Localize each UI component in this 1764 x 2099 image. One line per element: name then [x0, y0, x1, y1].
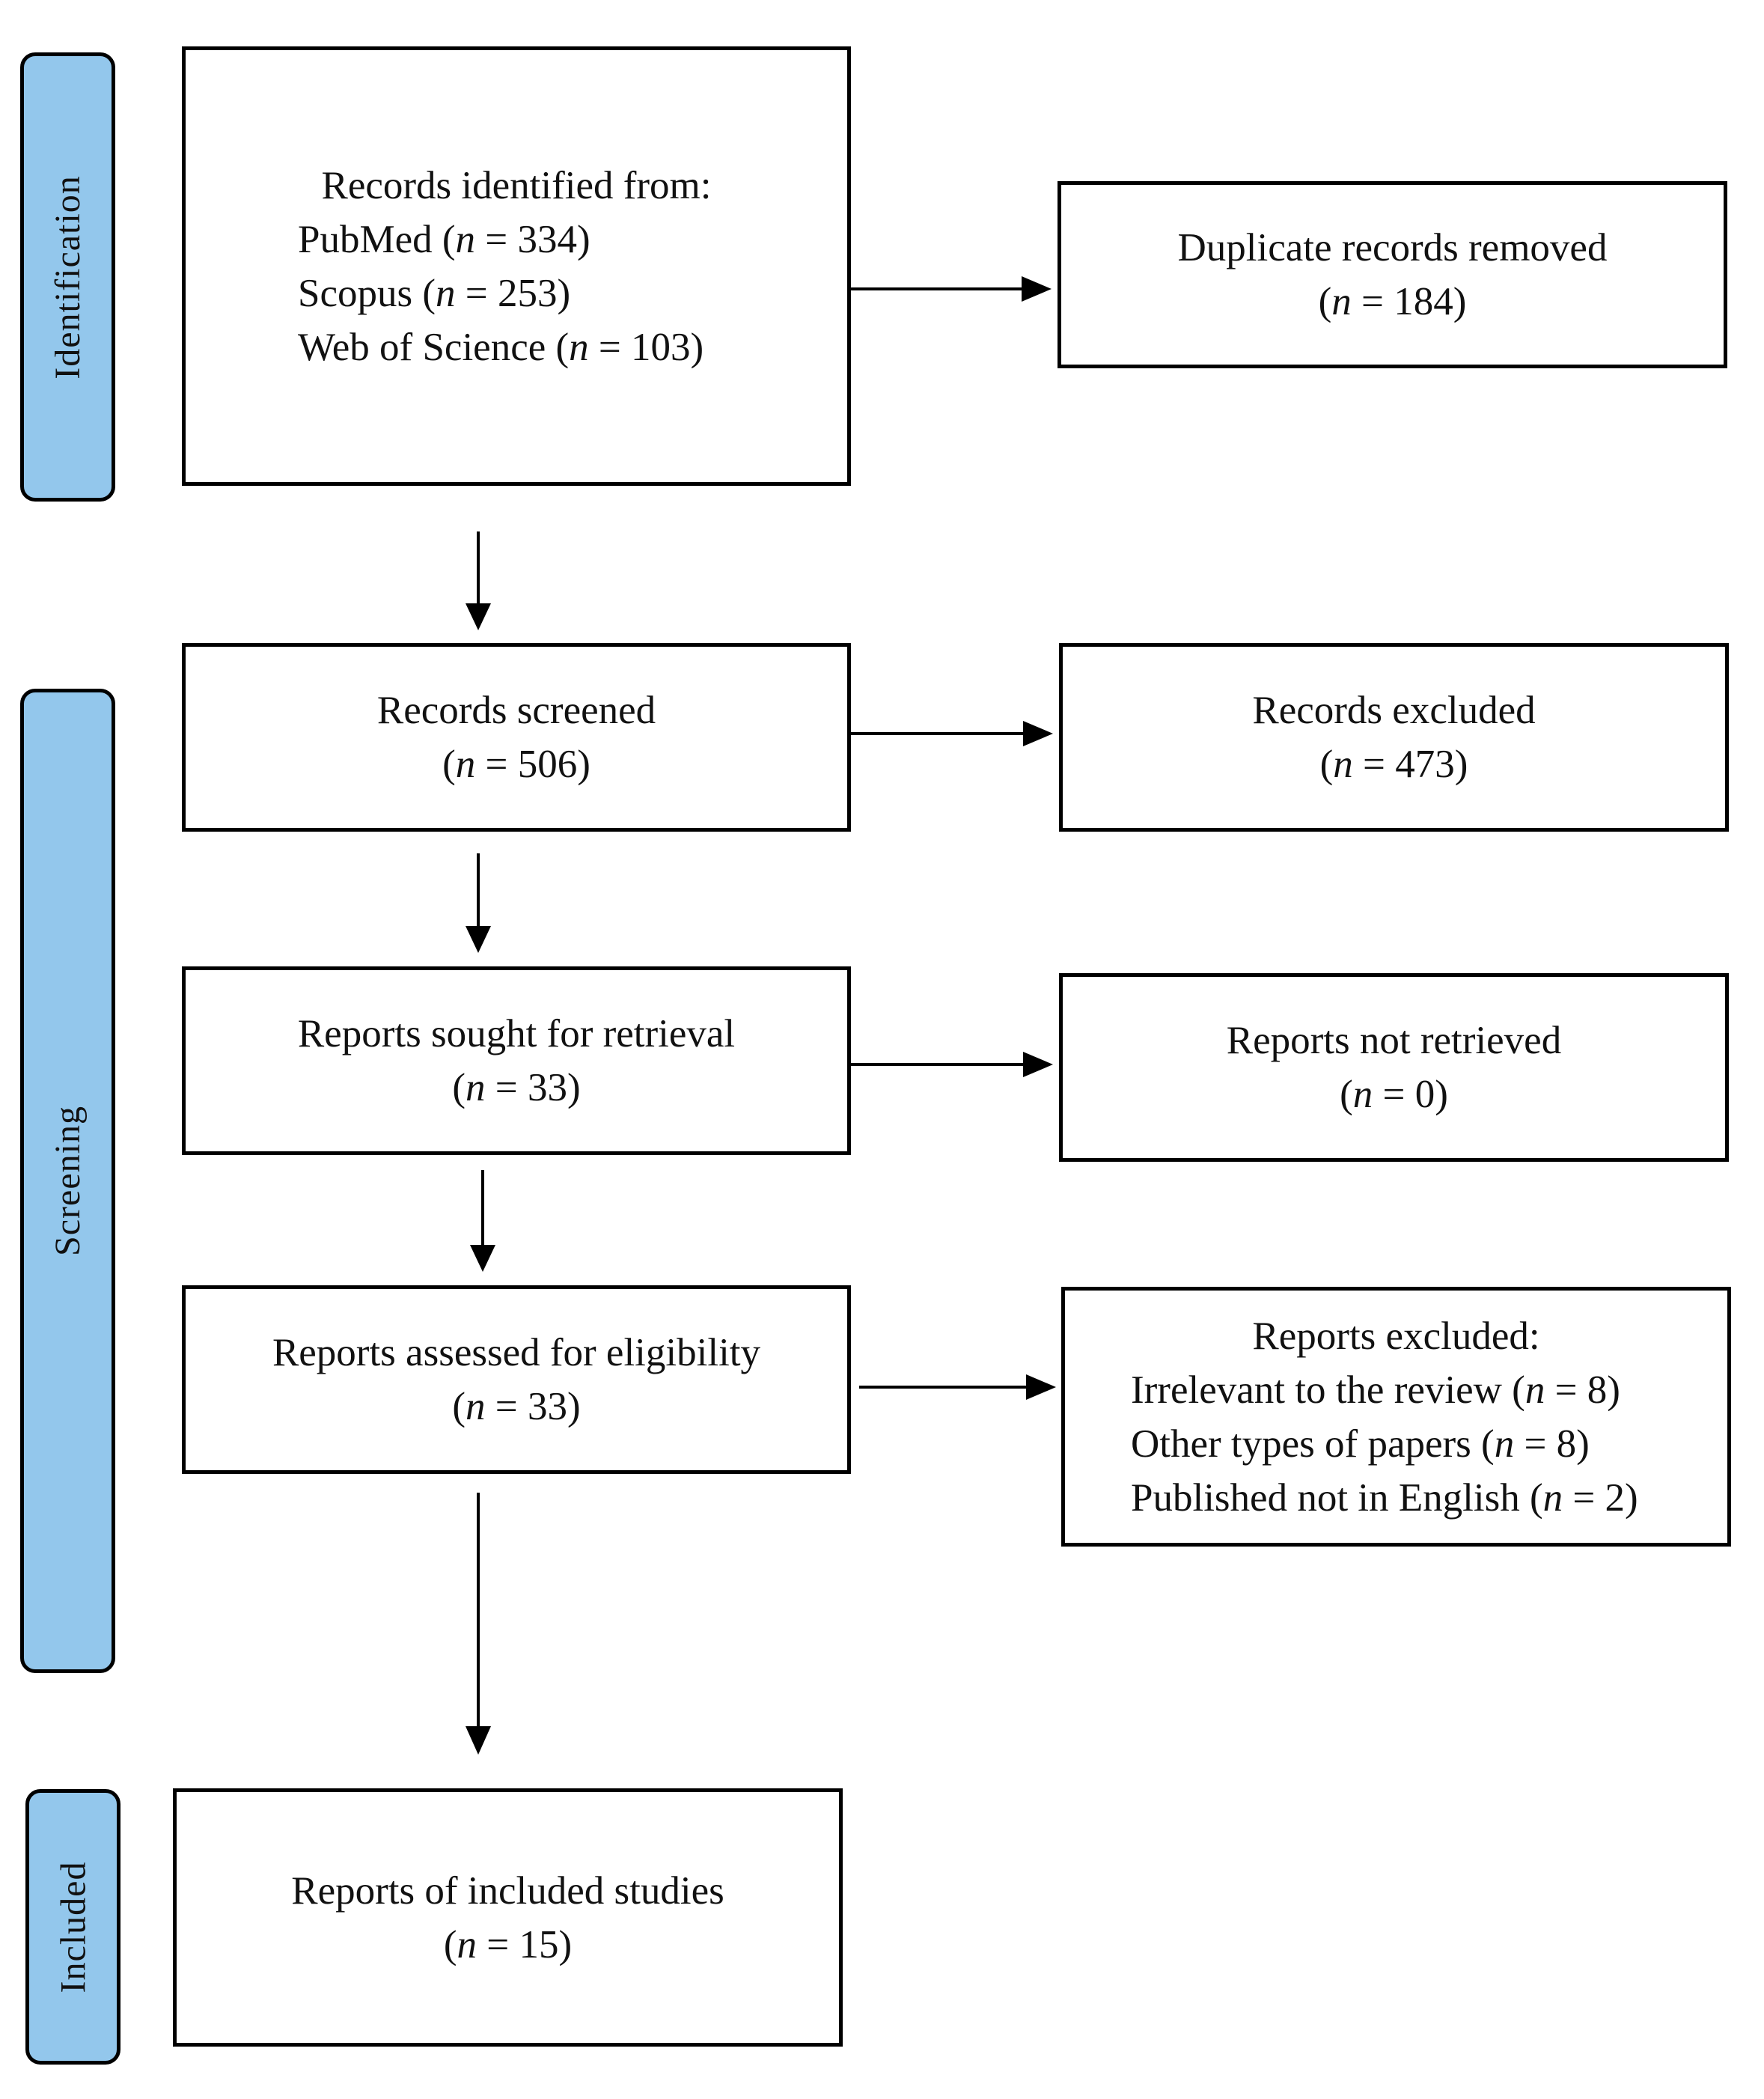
equals-sign: =	[1352, 743, 1396, 786]
n-symbol: n	[466, 1385, 486, 1428]
phase-included-label: Included	[53, 1861, 93, 1993]
equals-sign: =	[485, 1066, 528, 1109]
phase-identification-label: Identification	[48, 174, 88, 380]
equals-sign: =	[1514, 1422, 1557, 1466]
reports-sought-box: Reports sought for retrieval (n = 33)	[182, 966, 851, 1155]
source-row: Web of Science (n = 103)	[298, 325, 704, 369]
arrowhead-screened	[466, 603, 491, 630]
exclusion-reason-row: Other types of papers (n = 8)	[1131, 1422, 1590, 1466]
included-studies-count: 15	[519, 1922, 559, 1967]
n-symbol: n	[569, 325, 589, 369]
exclusion-reason-row: Irrelevant to the review (n = 8)	[1131, 1368, 1620, 1412]
source-count: 103	[631, 325, 691, 369]
included-studies-box: Reports of included studies (n = 15)	[173, 1788, 843, 2047]
equals-sign: =	[1373, 1073, 1415, 1116]
reports-excluded-box: Reports excluded: Irrelevant to the revi…	[1061, 1287, 1731, 1547]
equals-sign: =	[1545, 1368, 1587, 1412]
n-symbol: n	[436, 271, 456, 315]
n-symbol: n	[1352, 1073, 1373, 1116]
records-excluded-count: 473	[1395, 743, 1455, 786]
records-excluded-box: Records excluded (n = 473)	[1059, 643, 1729, 832]
equals-sign: =	[475, 217, 518, 261]
n-symbol: n	[466, 1066, 486, 1109]
records-identified-heading: Records identified from:	[321, 163, 712, 207]
records-excluded-count-line: (n = 473)	[1319, 743, 1468, 786]
phase-screening-label: Screening	[48, 1106, 88, 1256]
reports-sought-label: Reports sought for retrieval	[297, 1012, 736, 1055]
equals-sign: =	[475, 743, 518, 786]
n-symbol: n	[457, 1922, 477, 1967]
exclusion-count: 8	[1556, 1422, 1577, 1466]
reports-not-retrieved-label: Reports not retrieved	[1226, 1019, 1562, 1062]
reports-sought-count-line: (n = 33)	[452, 1066, 581, 1109]
duplicates-removed-count-line: (n = 184)	[1318, 280, 1467, 323]
reports-assessed-label: Reports assessed for eligibility	[272, 1331, 761, 1374]
records-screened-label: Records screened	[376, 689, 656, 732]
source-row: Scopus (n = 253)	[298, 271, 571, 315]
reports-excluded-heading: Reports excluded:	[1252, 1314, 1540, 1358]
exclusion-reason: Published not in English	[1131, 1475, 1520, 1520]
duplicates-removed-label: Duplicate records removed	[1177, 226, 1608, 269]
source-count: 253	[497, 271, 558, 315]
exclusion-count: 2	[1605, 1475, 1626, 1520]
records-screened-count: 506	[517, 743, 578, 786]
included-studies-count-line: (n = 15)	[443, 1922, 573, 1967]
duplicates-removed-count: 184	[1394, 280, 1453, 323]
arrowhead-reports-excluded	[1026, 1374, 1056, 1400]
n-symbol: n	[455, 743, 476, 786]
n-symbol: n	[1494, 1422, 1515, 1466]
source-name: Web of Science	[298, 325, 546, 369]
records-screened-count-line: (n = 506)	[442, 743, 590, 786]
n-symbol: n	[1333, 743, 1353, 786]
included-studies-label: Reports of included studies	[291, 1868, 724, 1913]
exclusion-reason: Irrelevant to the review	[1131, 1368, 1502, 1412]
arrowhead-duplicates	[1022, 276, 1052, 302]
phase-identification: Identification	[20, 52, 115, 502]
reports-assessed-count: 33	[527, 1385, 567, 1428]
exclusion-reason: Other types of papers	[1131, 1422, 1471, 1466]
phase-included: Included	[25, 1789, 120, 2065]
records-screened-box: Records screened (n = 506)	[182, 643, 851, 832]
arrowhead-included	[466, 1726, 491, 1755]
equals-sign: =	[1563, 1475, 1605, 1520]
exclusion-count: 8	[1587, 1368, 1608, 1412]
source-name: Scopus	[298, 271, 413, 315]
arrowhead-assessed	[470, 1245, 495, 1272]
equals-sign: =	[588, 325, 632, 369]
n-symbol: n	[1331, 280, 1352, 323]
arrowhead-sought	[466, 926, 491, 953]
source-name: PubMed	[298, 217, 433, 261]
reports-assessed-count-line: (n = 33)	[452, 1385, 581, 1428]
reports-not-retrieved-count-line: (n = 0)	[1340, 1073, 1448, 1116]
n-symbol: n	[1542, 1475, 1563, 1520]
arrowhead-records-excluded	[1023, 721, 1053, 746]
source-count: 334	[517, 217, 577, 261]
reports-sought-count: 33	[527, 1066, 567, 1109]
records-identified-box: Records identified from: PubMed (n = 334…	[182, 46, 851, 486]
exclusion-reason-row: Published not in English (n = 2)	[1131, 1475, 1638, 1520]
equals-sign: =	[455, 271, 498, 315]
n-symbol: n	[1525, 1368, 1545, 1412]
source-row: PubMed (n = 334)	[298, 217, 590, 261]
records-excluded-label: Records excluded	[1252, 689, 1536, 732]
reports-not-retrieved-box: Reports not retrieved (n = 0)	[1059, 973, 1729, 1162]
equals-sign: =	[477, 1922, 519, 1967]
equals-sign: =	[485, 1385, 528, 1428]
n-symbol: n	[455, 217, 476, 261]
equals-sign: =	[1351, 280, 1394, 323]
arrowhead-not-retrieved	[1023, 1052, 1053, 1077]
reports-not-retrieved-count: 0	[1414, 1073, 1435, 1116]
reports-assessed-box: Reports assessed for eligibility (n = 33…	[182, 1285, 851, 1474]
duplicates-removed-box: Duplicate records removed (n = 184)	[1058, 181, 1727, 368]
phase-screening: Screening	[20, 689, 115, 1673]
